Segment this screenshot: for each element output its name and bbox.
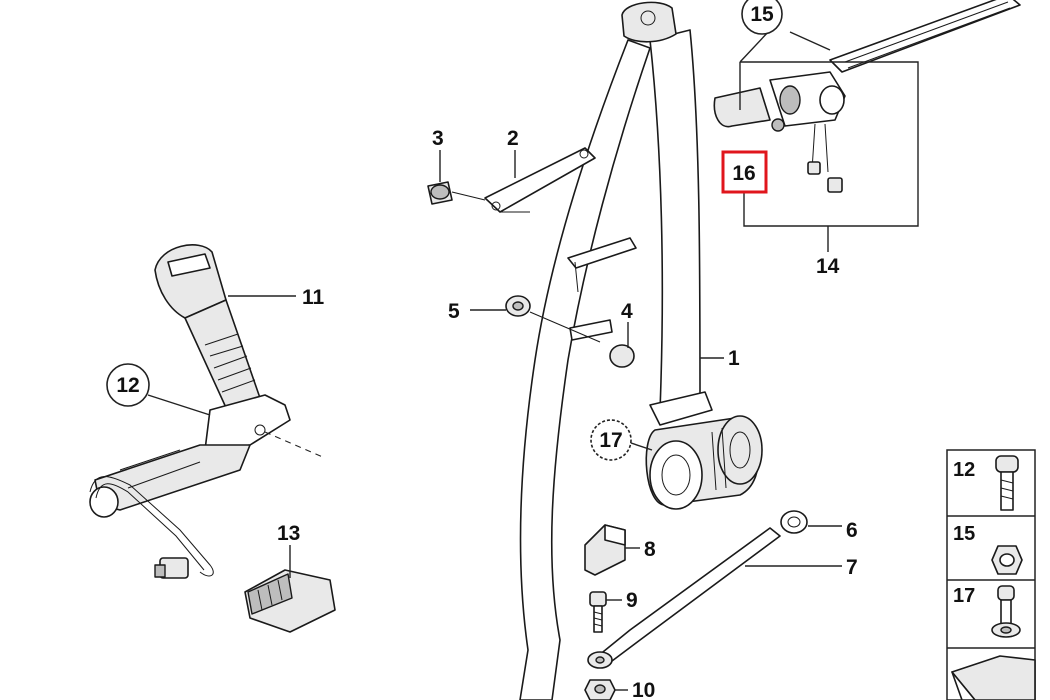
callout-15-circle bbox=[741, 0, 783, 35]
leader-lines bbox=[147, 150, 842, 691]
part-11-buckle bbox=[154, 244, 261, 413]
callout-4-label: 4 bbox=[621, 300, 633, 323]
callout-2-label: 2 bbox=[507, 127, 519, 150]
part-8-cover bbox=[584, 524, 626, 576]
hardware-legend: 12 15 17 bbox=[946, 449, 1036, 700]
callout-8-label: 8 bbox=[644, 538, 656, 561]
callout-12[interactable]: 12 bbox=[106, 363, 150, 407]
legend-arrow-icon[interactable] bbox=[951, 655, 1036, 700]
legend-item-12-label: 12 bbox=[953, 459, 975, 481]
callout-11[interactable]: 11 bbox=[302, 286, 325, 309]
callout-12-circle bbox=[106, 363, 150, 407]
callout-3[interactable]: 3 bbox=[432, 127, 444, 150]
callout-5[interactable]: 5 bbox=[448, 300, 460, 323]
callout-2[interactable]: 2 bbox=[507, 127, 519, 150]
callout-10-label: 10 bbox=[632, 679, 655, 700]
callout-16[interactable]: 16 bbox=[721, 150, 768, 194]
callout-14[interactable]: 14 bbox=[816, 255, 840, 278]
callout-4[interactable]: 4 bbox=[621, 300, 633, 323]
callout-17[interactable]: 17 bbox=[590, 419, 632, 461]
callout-1-label: 1 bbox=[728, 347, 740, 370]
part-2-bracket bbox=[484, 147, 596, 213]
callout-13-label: 13 bbox=[277, 522, 300, 545]
callout-9[interactable]: 9 bbox=[626, 589, 638, 612]
group-bracket-lines bbox=[739, 29, 919, 252]
bolt-icon bbox=[995, 455, 1019, 473]
part-12-buckle-bracket bbox=[89, 394, 326, 579]
callout-16-highlight-box bbox=[721, 150, 768, 194]
part-13-connector bbox=[244, 569, 336, 633]
part-5-washer bbox=[505, 295, 601, 343]
legend-item-15-label: 15 bbox=[953, 523, 975, 545]
callout-7[interactable]: 7 bbox=[846, 556, 858, 579]
collar-bolt-icon bbox=[997, 585, 1015, 601]
part-6-ring bbox=[780, 510, 808, 534]
callout-10[interactable]: 10 bbox=[632, 679, 655, 700]
callout-3-label: 3 bbox=[432, 127, 444, 150]
callout-12-label: 12 bbox=[116, 374, 139, 397]
callout-17-circle bbox=[590, 419, 632, 461]
callout-6[interactable]: 6 bbox=[846, 519, 858, 542]
part-10-nut bbox=[584, 679, 616, 700]
callout-6-label: 6 bbox=[846, 519, 858, 542]
callout-9-label: 9 bbox=[626, 589, 638, 612]
callout-15-label: 15 bbox=[750, 3, 774, 26]
legend-item-12[interactable]: 12 bbox=[953, 455, 1019, 511]
callout-13[interactable]: 13 bbox=[277, 522, 300, 545]
callout-11-label: 11 bbox=[302, 286, 325, 309]
part-7-rod bbox=[587, 527, 781, 669]
part-4-cap bbox=[609, 344, 635, 368]
part-9-bolt bbox=[589, 591, 607, 633]
part-3-bolt bbox=[427, 181, 486, 205]
legend-item-15[interactable]: 15 bbox=[953, 523, 1023, 575]
callout-1[interactable]: 1 bbox=[728, 347, 740, 370]
belt-retractor bbox=[645, 391, 763, 510]
callout-5-label: 5 bbox=[448, 300, 460, 323]
callout-7-label: 7 bbox=[846, 556, 858, 579]
legend-item-17[interactable]: 17 bbox=[953, 585, 1021, 638]
callout-16-label: 16 bbox=[732, 162, 755, 185]
callout-15[interactable]: 15 bbox=[741, 0, 783, 35]
legend-item-17-label: 17 bbox=[953, 585, 975, 607]
callout-8[interactable]: 8 bbox=[644, 538, 656, 561]
seat-belt-webbing bbox=[519, 1, 701, 700]
part-14-height-adjuster bbox=[713, 0, 1021, 193]
callout-14-label: 14 bbox=[816, 255, 840, 278]
callout-17-label: 17 bbox=[599, 429, 622, 452]
